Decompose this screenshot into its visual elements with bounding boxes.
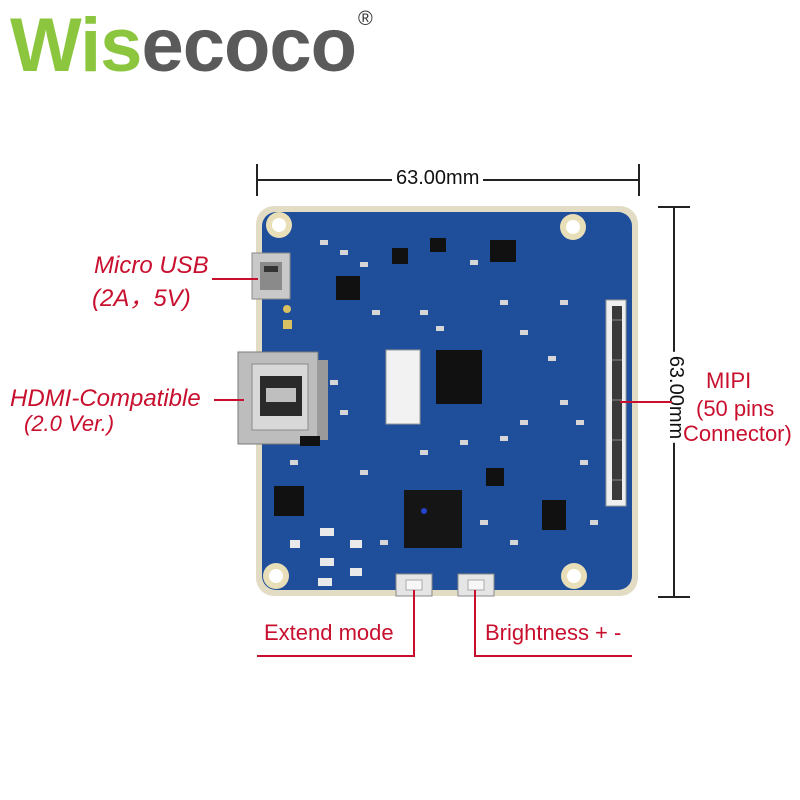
extend-mode-pointer bbox=[413, 590, 415, 657]
brand-logo: Wisecoco bbox=[10, 3, 357, 88]
solder-pads bbox=[290, 528, 362, 586]
mcu-ic bbox=[404, 490, 462, 548]
hdmi-connector bbox=[237, 351, 328, 445]
micro-usb-connector bbox=[251, 252, 291, 300]
height-dimension-top-tick bbox=[658, 206, 690, 208]
registered-mark: ® bbox=[358, 8, 373, 30]
brightness-pointer bbox=[474, 590, 476, 657]
passive-components bbox=[290, 240, 598, 545]
logo-text-green: Wis bbox=[10, 3, 142, 88]
mipi-pins-label: (50 pins bbox=[696, 396, 775, 421]
ic-chips bbox=[274, 238, 566, 548]
hdmi-label: HDMI-Compatible bbox=[10, 385, 201, 412]
mipi-connector bbox=[605, 299, 627, 507]
micro-usb-pointer bbox=[212, 278, 258, 280]
width-dimension-left-tick bbox=[256, 164, 258, 196]
extend-mode-label: Extend mode bbox=[264, 620, 394, 645]
extend-mode-underline bbox=[257, 655, 415, 657]
sticker bbox=[385, 349, 421, 425]
brightness-label: Brightness + - bbox=[485, 620, 622, 645]
logo-text-gray: ecoco bbox=[141, 3, 357, 88]
mipi-connector-label: Connector) bbox=[683, 421, 792, 446]
mipi-pointer bbox=[620, 401, 672, 403]
mipi-label: MIPI bbox=[706, 368, 752, 393]
hdmi-spec-label: (2.0 Ver.) bbox=[24, 411, 115, 436]
brightness-buttons bbox=[457, 573, 495, 597]
hdmi-pointer bbox=[214, 399, 244, 401]
micro-usb-label: Micro USB bbox=[94, 252, 209, 279]
mounting-holes bbox=[263, 212, 587, 589]
brightness-underline bbox=[474, 655, 632, 657]
height-dimension-bottom-tick bbox=[658, 596, 690, 598]
width-dimension-right-tick bbox=[638, 164, 640, 196]
width-dimension-label: 63.00mm bbox=[392, 167, 484, 190]
micro-usb-spec-label: (2A，5V) bbox=[92, 285, 191, 312]
logo-text: Wisecoco bbox=[10, 3, 357, 88]
bridge-ic bbox=[436, 350, 482, 404]
